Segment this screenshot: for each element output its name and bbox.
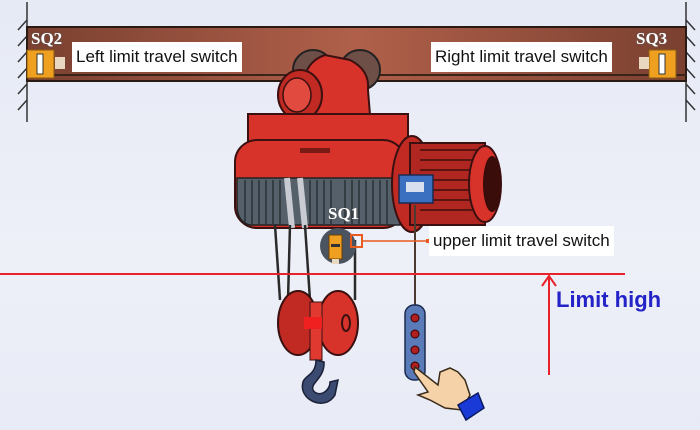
left-wall xyxy=(17,2,28,122)
hook-icon xyxy=(301,359,339,404)
left-limit-switch-label: Left limit travel switch xyxy=(72,42,242,72)
hoist-motor xyxy=(391,135,502,233)
sq2-switch-icon xyxy=(26,49,65,79)
pulley-block xyxy=(277,290,359,361)
sq1-switch-icon xyxy=(328,234,343,264)
hand-pointer-icon xyxy=(413,365,485,422)
trolley xyxy=(277,49,381,121)
right-limit-switch-label: Right limit travel switch xyxy=(431,42,612,72)
sq2-label: SQ2 xyxy=(31,29,63,48)
sq1-label: SQ1 xyxy=(328,204,360,223)
upper-limit-switch-label: upper limit travel switch xyxy=(429,226,614,256)
sq3-label: SQ3 xyxy=(636,29,668,48)
sq3-switch-icon xyxy=(639,49,677,79)
up-arrow-icon xyxy=(541,274,557,375)
right-wall xyxy=(685,2,696,122)
hoist-drum xyxy=(234,139,406,229)
limit-high-label: Limit high xyxy=(556,287,662,312)
pendant-control xyxy=(404,304,426,381)
